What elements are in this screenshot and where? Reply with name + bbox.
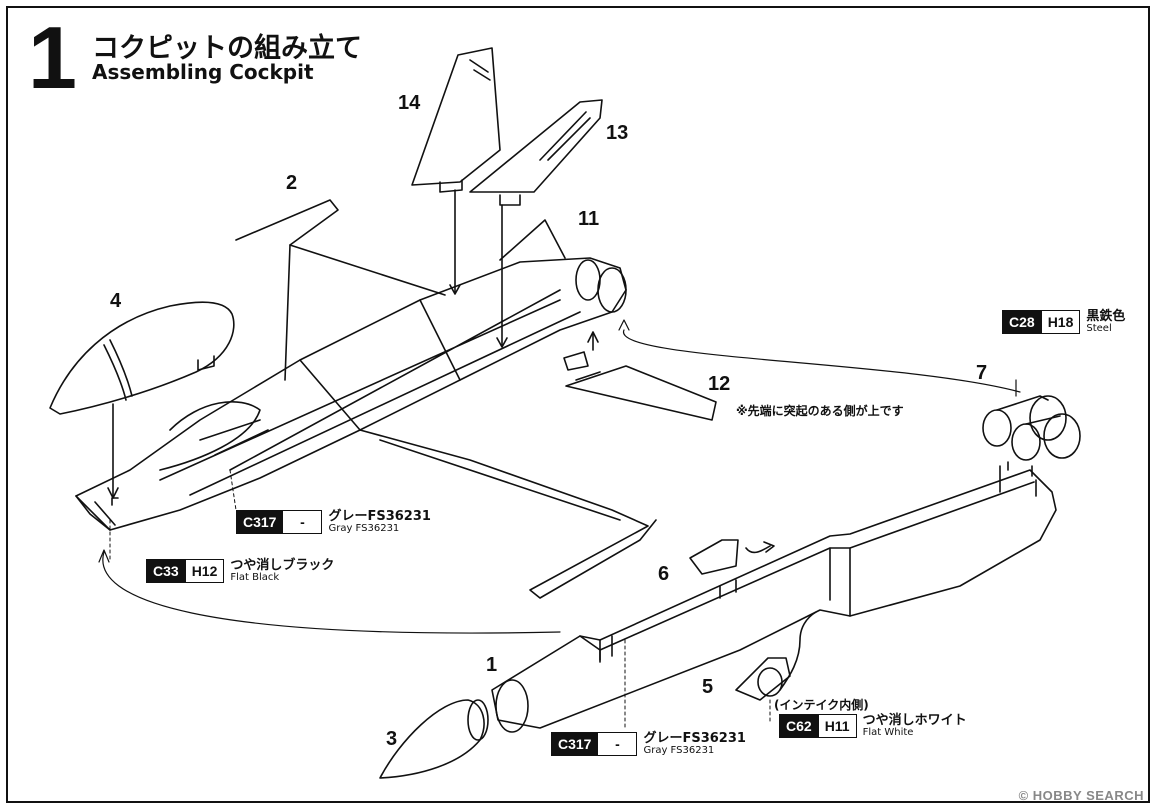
- paint-code-box: C317 -: [236, 510, 323, 534]
- paint-names: つや消しホワイト Flat White: [863, 714, 967, 738]
- part-label-5: 5: [702, 676, 714, 698]
- paint-callout-steel: C28 H18 黒鉄色 Steel: [1002, 310, 1125, 334]
- paint-code-box: C62 H11: [779, 714, 857, 738]
- paint-code-h: H12: [184, 560, 224, 582]
- part-label-3: 3: [386, 728, 398, 750]
- part-label-7: 7: [976, 362, 988, 384]
- step-title-jp: コクピットの組み立て: [92, 33, 362, 64]
- paint-names: 黒鉄色 Steel: [1086, 310, 1125, 334]
- paint-name-en: Gray FS36231: [328, 522, 400, 534]
- part-1-fuselage-lower: [491, 465, 1057, 733]
- part-label-11: 11: [578, 208, 600, 230]
- paint-code-h: -: [282, 511, 322, 533]
- paint-code-c: C317: [237, 511, 283, 533]
- step-title-en: Assembling Cockpit: [92, 60, 314, 84]
- part-12-orientation-note: ※先端に突起のある側が上です: [736, 404, 904, 418]
- part-2-fuselage-upper: [75, 199, 657, 599]
- paint-callout-gray-upper: C317 - グレーFS36231 Gray FS36231: [236, 510, 431, 534]
- paint-code-c: C28: [1003, 311, 1041, 333]
- paint-code-c: C33: [147, 560, 185, 582]
- intake-inside-note: (インテイク内側): [774, 698, 869, 712]
- paint-names: グレーFS36231 Gray FS36231: [643, 732, 745, 756]
- part-label-1: 1: [486, 654, 498, 676]
- paint-callout-gray-lower: C317 - グレーFS36231 Gray FS36231: [551, 732, 746, 756]
- paint-code-box: C317 -: [551, 732, 638, 756]
- paint-name-en: Flat Black: [230, 571, 280, 583]
- paint-name-jp: 黒鉄色: [1086, 309, 1126, 324]
- part-3-nose-cone: [379, 699, 489, 779]
- leader-lines: [98, 319, 1021, 634]
- paint-name-en: Steel: [1086, 322, 1112, 334]
- part-label-14: 14: [398, 92, 421, 114]
- page-border: [6, 6, 1150, 803]
- paint-code-c: C62: [780, 715, 818, 737]
- paint-name-jp: つや消しホワイト: [862, 713, 967, 728]
- part-12-ventral-fin: [563, 331, 717, 421]
- part-6-intake-part: [689, 539, 775, 575]
- paint-code-h: -: [597, 733, 637, 755]
- paint-code-h: H18: [1040, 311, 1080, 333]
- paint-pointers: [109, 469, 771, 731]
- paint-code-h: H11: [817, 715, 856, 737]
- part-4-canopy: [49, 301, 235, 499]
- part-14-tail-fin: [411, 47, 501, 295]
- watermark: © HOBBY SEARCH: [1018, 788, 1144, 803]
- part-label-6: 6: [658, 563, 670, 585]
- part-5-intake-inner: [735, 611, 817, 701]
- part-label-13: 13: [606, 122, 629, 144]
- part-7-exhausts: [982, 395, 1081, 477]
- paint-names: つや消しブラック Flat Black: [230, 559, 334, 583]
- paint-name-jp: つや消しブラック: [230, 558, 335, 573]
- paint-code-box: C33 H12: [146, 559, 225, 583]
- paint-code-box: C28 H18: [1002, 310, 1081, 334]
- paint-callout-flat-black: C33 H12 つや消しブラック Flat Black: [146, 559, 334, 583]
- paint-name-jp: グレーFS36231: [328, 509, 431, 524]
- paint-name-en: Flat White: [862, 726, 914, 738]
- paint-name-jp: グレーFS36231: [643, 731, 746, 746]
- part-label-12: 12: [708, 373, 731, 395]
- paint-code-c: C317: [552, 733, 598, 755]
- part-label-2: 2: [286, 172, 298, 194]
- paint-names: グレーFS36231 Gray FS36231: [328, 510, 430, 534]
- paint-name-en: Gray FS36231: [643, 744, 715, 756]
- step-number: 1: [28, 8, 77, 107]
- paint-callout-flat-white: C62 H11 つや消しホワイト Flat White: [779, 714, 967, 738]
- part-label-4: 4: [110, 290, 122, 312]
